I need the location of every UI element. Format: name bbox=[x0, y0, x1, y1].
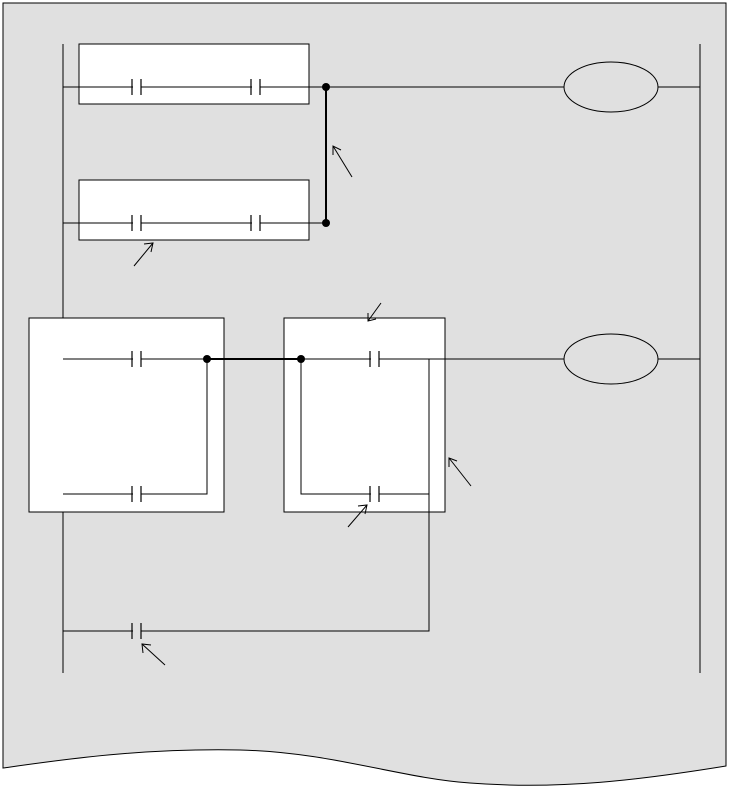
rung1-branch1-contact-2 bbox=[250, 79, 261, 95]
rung2-group1-contact-lower bbox=[131, 486, 142, 502]
rung2-bypass-contact bbox=[131, 623, 142, 639]
rung2-group1-highlight-box bbox=[28, 317, 225, 513]
rung2-node-group1 bbox=[203, 355, 211, 363]
rung1-branch2-highlight-box bbox=[78, 179, 310, 241]
callout-arrow-3 bbox=[367, 302, 382, 322]
rung1-branch1-contact-1 bbox=[131, 79, 142, 95]
rung2-bypass-branch bbox=[63, 494, 430, 632]
rung1-branch2-contact-2 bbox=[250, 215, 261, 231]
callout-arrow-1 bbox=[332, 145, 353, 178]
callout-arrow-4 bbox=[448, 457, 472, 487]
callout-arrow-2 bbox=[133, 242, 154, 267]
rung2-group2-contact-lower bbox=[369, 486, 380, 502]
rung2-group2-contact-upper bbox=[369, 351, 380, 367]
rung1-junction-node-top bbox=[322, 83, 330, 91]
rung2-group1-contact-upper bbox=[131, 351, 142, 367]
rung2-group1-lower-branch bbox=[63, 359, 208, 495]
rung1-branch2-contact-1 bbox=[131, 215, 142, 231]
callout-arrow-6 bbox=[141, 643, 166, 666]
rung2-node-group2 bbox=[297, 355, 305, 363]
callout-arrow-5 bbox=[347, 504, 368, 528]
rung2-group2-highlight-box bbox=[283, 317, 446, 513]
rung1-branch1-highlight-box bbox=[78, 43, 310, 105]
rung2-group2-lower-branch bbox=[300, 359, 430, 495]
rung1-junction-node-bottom bbox=[322, 219, 330, 227]
